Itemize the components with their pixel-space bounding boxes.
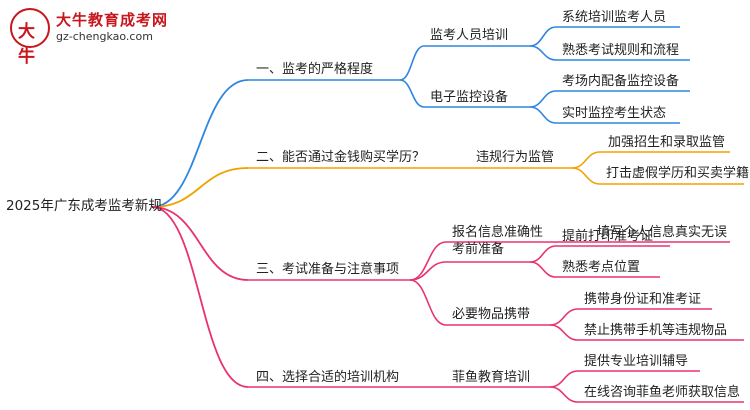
logo-mark-icon: 大牛 bbox=[10, 8, 50, 67]
leaf-exam-rules: 熟悉考试规则和流程 bbox=[562, 43, 680, 58]
node-proctor-training: 监考人员培训 bbox=[430, 28, 509, 43]
branch-exam-prep: 三、考试准备与注意事项 bbox=[256, 262, 400, 277]
leaf-professional-tutoring: 提供专业培训辅导 bbox=[584, 354, 689, 369]
node-feiyu-training: 菲鱼教育培训 bbox=[452, 370, 531, 385]
connector-b2n1-leaf1 bbox=[571, 151, 601, 169]
leaf-fake-degree-crackdown: 打击虚假学历和买卖学籍 bbox=[606, 166, 750, 181]
connector-b4n1-leaf2 bbox=[549, 386, 579, 403]
leaf-online-consult: 在线咨询菲鱼老师获取信息 bbox=[584, 385, 741, 400]
connector-b3-node2 bbox=[409, 261, 447, 281]
leaf-monitoring-devices: 考场内配备监控设备 bbox=[562, 74, 680, 89]
connector-b1n1-leaf2 bbox=[529, 45, 557, 61]
site-logo[interactable]: 大牛 大牛教育成考网 gz-chengkao.com bbox=[6, 6, 196, 67]
connector-b3n2-leaf2 bbox=[529, 261, 557, 278]
logo-url: gz-chengkao.com bbox=[56, 30, 153, 43]
node-electronic-monitoring: 电子监控设备 bbox=[430, 90, 509, 105]
connector-b3-node1 bbox=[409, 241, 447, 281]
leaf-personal-info: 填写个人信息真实无误 bbox=[597, 225, 728, 240]
node-registration-accuracy: 报名信息准确性 bbox=[452, 225, 544, 240]
node-violation-supervision: 违规行为监管 bbox=[476, 150, 555, 165]
connector-b1n2-leaf1 bbox=[529, 90, 557, 108]
connector-b4n1-leaf1 bbox=[549, 370, 579, 388]
leaf-realtime-monitoring: 实时监控考生状态 bbox=[562, 106, 667, 121]
leaf-admission-supervision: 加强招生和录取监管 bbox=[608, 135, 726, 150]
connector-b3n3-leaf1 bbox=[549, 308, 579, 326]
connector-root-branch3 bbox=[151, 206, 249, 281]
branch-training-institution: 四、选择合适的培训机构 bbox=[256, 370, 400, 385]
connector-root-branch2 bbox=[151, 167, 249, 208]
connector-b1n2-leaf2 bbox=[529, 106, 557, 124]
leaf-systematic-training: 系统培训监考人员 bbox=[562, 10, 667, 25]
branch-strictness: 一、监考的严格程度 bbox=[256, 62, 374, 77]
connector-b3n3-leaf2 bbox=[549, 324, 579, 341]
connector-b1-node2 bbox=[399, 79, 425, 108]
connector-root-branch1 bbox=[151, 79, 249, 208]
connector-b1-node1 bbox=[399, 45, 425, 81]
node-pre-exam: 考前准备 bbox=[452, 242, 505, 257]
leaf-carry-id: 携带身份证和准考证 bbox=[584, 292, 702, 307]
leaf-no-phone: 禁止携带手机等违规物品 bbox=[584, 323, 728, 338]
branch-buy-degree: 二、能否通过金钱购买学历？ bbox=[256, 150, 426, 165]
connector-b1n1-leaf1 bbox=[529, 26, 557, 47]
connector-b3-node3 bbox=[409, 279, 447, 326]
leaf-exam-location: 熟悉考点位置 bbox=[562, 260, 641, 275]
root-topic: 2025年广东成考监考新规 bbox=[6, 198, 162, 214]
connector-b3n2-leaf1 bbox=[529, 245, 557, 263]
node-required-items: 必要物品携带 bbox=[452, 307, 531, 322]
connector-b2n1-leaf2 bbox=[571, 167, 601, 185]
leaf-print-ticket: 提前打印准考证 bbox=[562, 229, 654, 244]
connector-root-branch4 bbox=[151, 206, 249, 388]
logo-title: 大牛教育成考网 bbox=[56, 11, 169, 29]
